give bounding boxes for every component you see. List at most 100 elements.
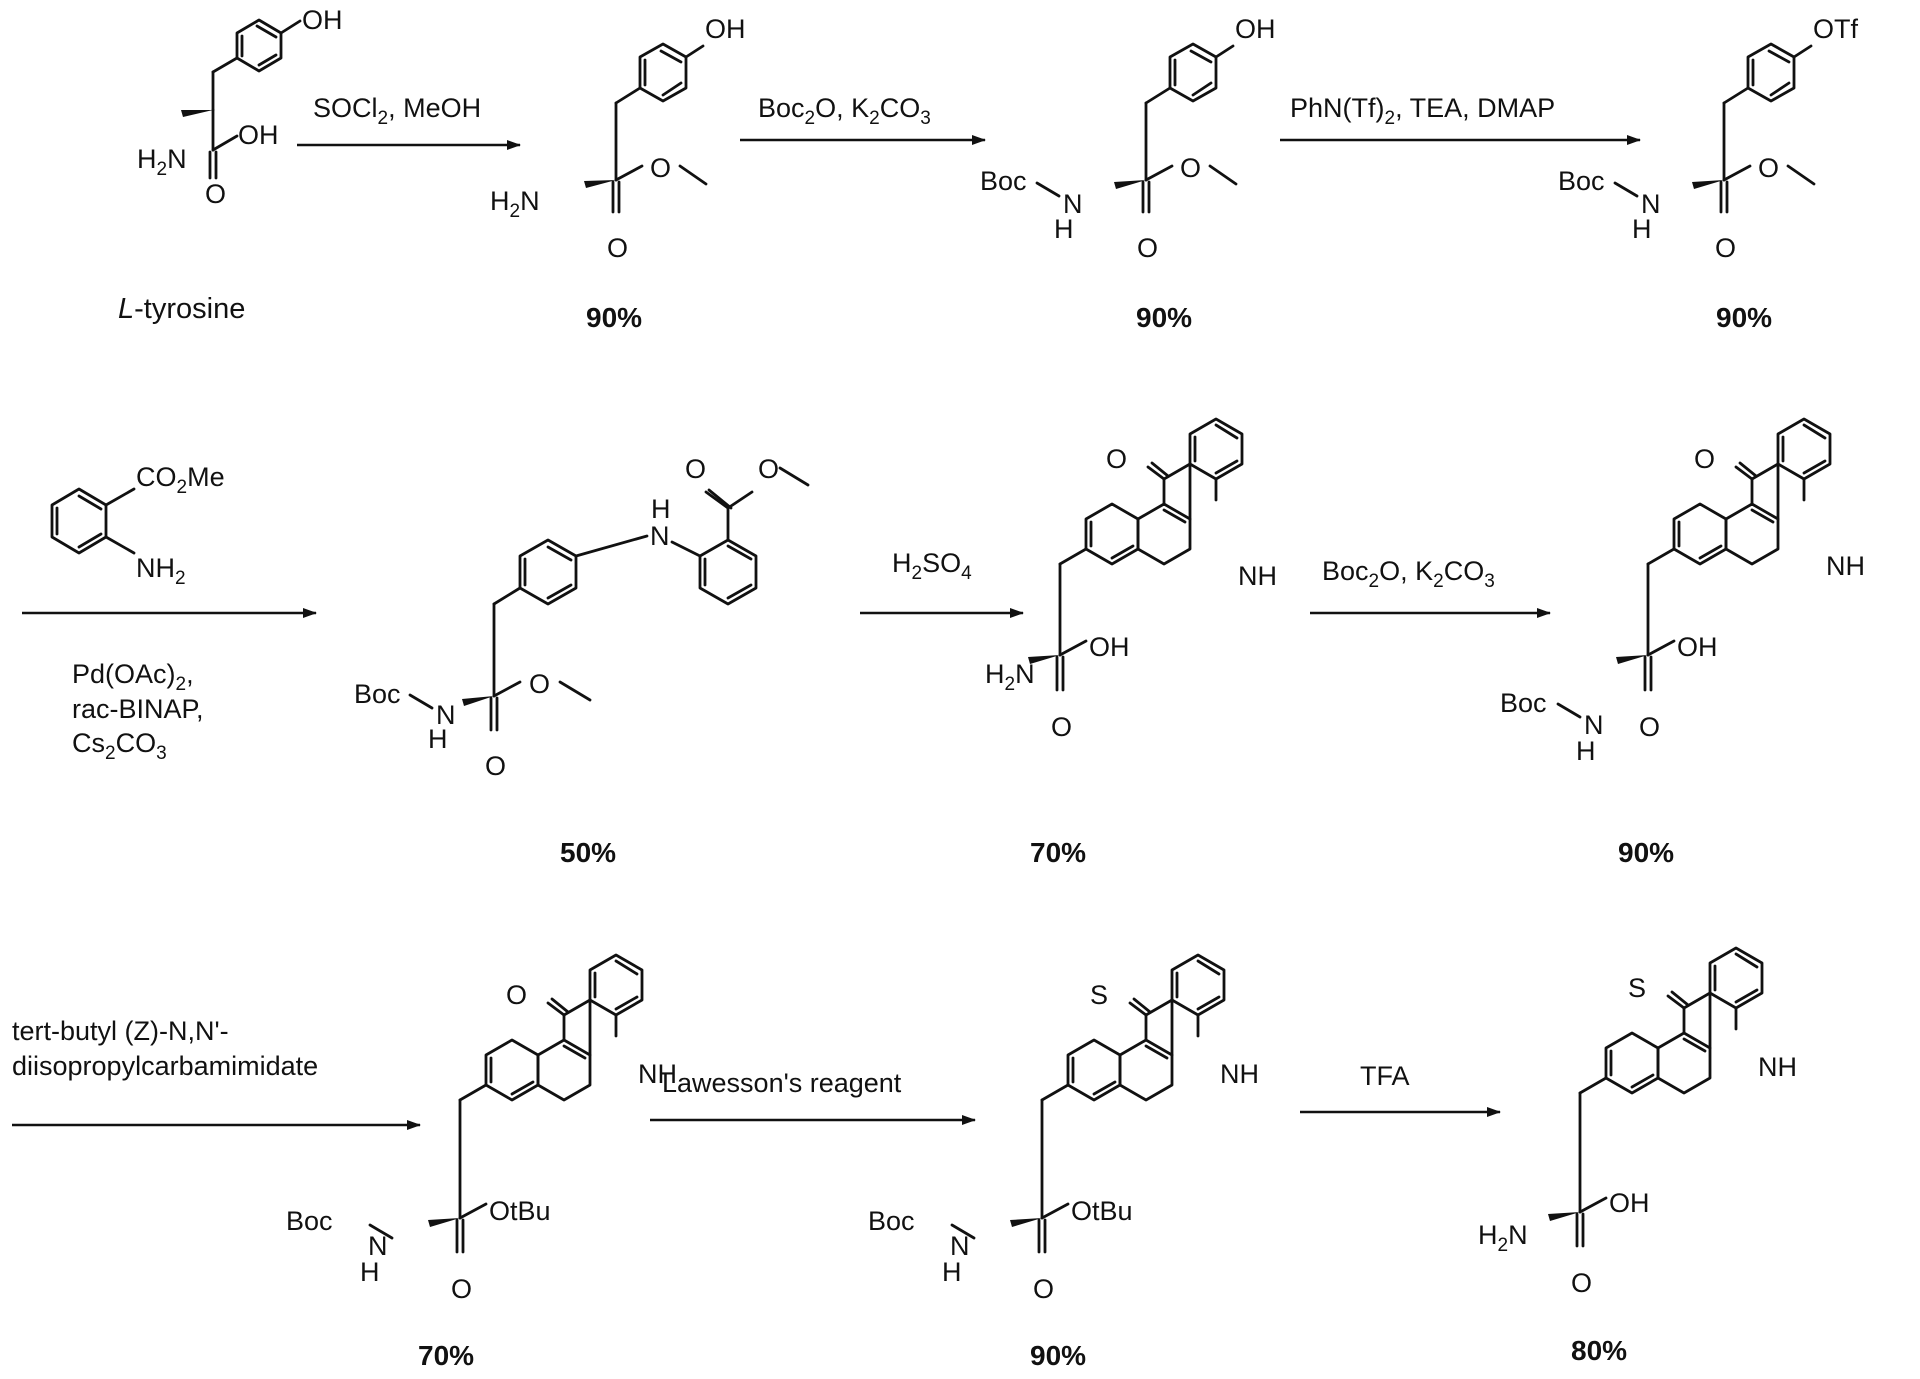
compound-tyrosine-methyl-ester: OH O O H2N 90% bbox=[490, 14, 746, 333]
yield-label: 90% bbox=[586, 302, 642, 333]
methyl-ester-o-label: O bbox=[529, 669, 550, 699]
wedge-bond bbox=[584, 180, 616, 188]
acid-oh-label: OH bbox=[1677, 632, 1718, 662]
ester-o-label: O bbox=[1758, 153, 1779, 183]
reaction-arrow-1: SOCl2, MeOH bbox=[297, 93, 521, 150]
reaction-arrow-6: Boc2O, K2CO3 bbox=[1310, 556, 1551, 618]
boc-label: Boc bbox=[286, 1206, 333, 1236]
reagent-label: Lawesson's reagent bbox=[662, 1068, 902, 1098]
carbonyl-o-label: O bbox=[1033, 1274, 1054, 1304]
wedge-bond bbox=[1010, 1218, 1042, 1227]
compound-l-tyrosine: OH OH O H2N L-tyrosine bbox=[118, 5, 343, 325]
base-label: Cs2CO3 bbox=[72, 728, 167, 764]
nh-n-label: N bbox=[1584, 710, 1604, 740]
boc-label: Boc bbox=[354, 679, 401, 709]
carbonyl-o-label: O bbox=[607, 233, 628, 263]
boc-label: Boc bbox=[868, 1206, 915, 1236]
reagent-label: SOCl2, MeOH bbox=[313, 93, 481, 129]
amine-label: H2N bbox=[1478, 1220, 1528, 1256]
reagent-label: Boc2O, K2CO3 bbox=[758, 93, 931, 129]
wedge-bond bbox=[1616, 655, 1648, 664]
triflate-label: OTf bbox=[1813, 14, 1858, 44]
wedge-bond bbox=[1114, 180, 1146, 189]
reagent-line-2: diisopropylcarbamimidate bbox=[12, 1051, 318, 1081]
thione-s-label: S bbox=[1090, 980, 1108, 1010]
nh-h-label: H bbox=[942, 1257, 962, 1287]
boc-h-label: H bbox=[428, 724, 448, 754]
diarylamine-h-label: H bbox=[651, 494, 671, 524]
carbonyl-o-label: O bbox=[205, 179, 226, 209]
compound-boc-acridone-tbu-ester: O NH OtBu O Boc N H 70% bbox=[286, 953, 677, 1371]
reaction-arrow-9: TFA bbox=[1300, 1061, 1501, 1117]
ketone-o-label: O bbox=[506, 980, 527, 1010]
ring-nh-label: NH bbox=[1238, 561, 1277, 591]
wedge-bond bbox=[181, 110, 213, 117]
bond-lines bbox=[1613, 42, 1816, 214]
carbonyl-o-label: O bbox=[451, 1274, 472, 1304]
reagent-label: PhN(Tf)2, TEA, DMAP bbox=[1290, 93, 1555, 129]
thione-s-label: S bbox=[1628, 973, 1646, 1003]
hydroxyl-label: OH bbox=[302, 5, 343, 35]
yield-label: 90% bbox=[1716, 302, 1772, 333]
carbonyl-o-label: O bbox=[1571, 1268, 1592, 1298]
bond-lines bbox=[208, 18, 302, 180]
bond-lines bbox=[1556, 417, 1832, 719]
aniline-reagent: CO2Me NH2 bbox=[50, 462, 225, 589]
yield-label: 90% bbox=[1030, 1340, 1086, 1371]
ring-nh-label: NH bbox=[1220, 1059, 1259, 1089]
ester-o2-label: O bbox=[758, 454, 779, 484]
carbonyl-o-label: O bbox=[1639, 712, 1660, 742]
ring-nh-label: NH bbox=[1826, 551, 1865, 581]
hydroxyl-label: OH bbox=[705, 14, 746, 44]
yield-label: 90% bbox=[1136, 302, 1192, 333]
bond-lines bbox=[1575, 946, 1764, 1248]
compound-boc-acridone-acid: O NH OH O Boc N H 90% bbox=[1500, 417, 1865, 868]
nh-n-label: N bbox=[1641, 189, 1661, 219]
boc-label: Boc bbox=[980, 166, 1027, 196]
nh-n-label: N bbox=[1063, 189, 1083, 219]
tbu-ester-label: OtBu bbox=[489, 1196, 551, 1226]
bond-lines bbox=[950, 953, 1226, 1254]
reaction-arrow-3: PhN(Tf)2, TEA, DMAP bbox=[1280, 93, 1641, 145]
yield-label: 80% bbox=[1571, 1335, 1627, 1366]
diarylamine-n-label: N bbox=[650, 521, 670, 551]
ketone-o-label: O bbox=[1694, 444, 1715, 474]
bond-lines bbox=[611, 42, 708, 214]
yield-label: 50% bbox=[560, 837, 616, 868]
carbonyl-o-label: O bbox=[1715, 233, 1736, 263]
ligand-label: rac-BINAP, bbox=[72, 694, 204, 724]
ester-label: CO2Me bbox=[136, 462, 225, 498]
ring-nh-label: NH bbox=[638, 1059, 677, 1089]
bond-lines bbox=[1035, 42, 1238, 214]
amine-label: NH2 bbox=[136, 553, 186, 589]
reaction-arrow-7: tert-butyl (Z)-N,N'- diisopropylcarbamim… bbox=[12, 1016, 421, 1130]
nh-h-label: H bbox=[360, 1257, 380, 1287]
reagent-label: H2SO4 bbox=[892, 548, 972, 584]
carbonyl-o-label: O bbox=[485, 751, 506, 781]
compound-name: L-tyrosine bbox=[118, 293, 245, 325]
ketone-o-label: O bbox=[1106, 444, 1127, 474]
reagent-label: Boc2O, K2CO3 bbox=[1322, 556, 1495, 592]
boc-label: Boc bbox=[1500, 688, 1547, 718]
carbonyl-o-label: O bbox=[1137, 233, 1158, 263]
bond-lines bbox=[408, 466, 810, 732]
amine-label: H2N bbox=[490, 186, 540, 222]
amine-label: H2N bbox=[985, 659, 1035, 695]
nh-h-label: H bbox=[1632, 214, 1652, 244]
amine-label: H2N bbox=[137, 144, 187, 180]
acid-oh-label: OH bbox=[1089, 632, 1130, 662]
acid-oh-label: OH bbox=[1609, 1188, 1650, 1218]
reagent-label: TFA bbox=[1360, 1061, 1410, 1091]
nh-h-label: H bbox=[1054, 214, 1074, 244]
compound-boc-tyrosine-methyl-ester: OH O O Boc N H 90% bbox=[980, 14, 1276, 333]
carbonyl-o-label: O bbox=[1051, 712, 1072, 742]
compound-boc-thioacridone-tbu-ester: S NH OtBu O Boc N H 90% bbox=[868, 953, 1259, 1371]
reagent-line-1: tert-butyl (Z)-N,N'- bbox=[12, 1016, 229, 1046]
reaction-arrow-4: CO2Me NH2 Pd(OAc)2, rac-BINAP, Cs2CO3 bbox=[22, 462, 317, 764]
wedge-bond bbox=[1548, 1212, 1580, 1221]
ester-o-label: O bbox=[685, 454, 706, 484]
nh-n-label: N bbox=[950, 1231, 970, 1261]
acid-oh-label: OH bbox=[238, 120, 279, 150]
compound-boc-tyrosine-triflate: OTf O O Boc N H 90% bbox=[1558, 14, 1858, 333]
